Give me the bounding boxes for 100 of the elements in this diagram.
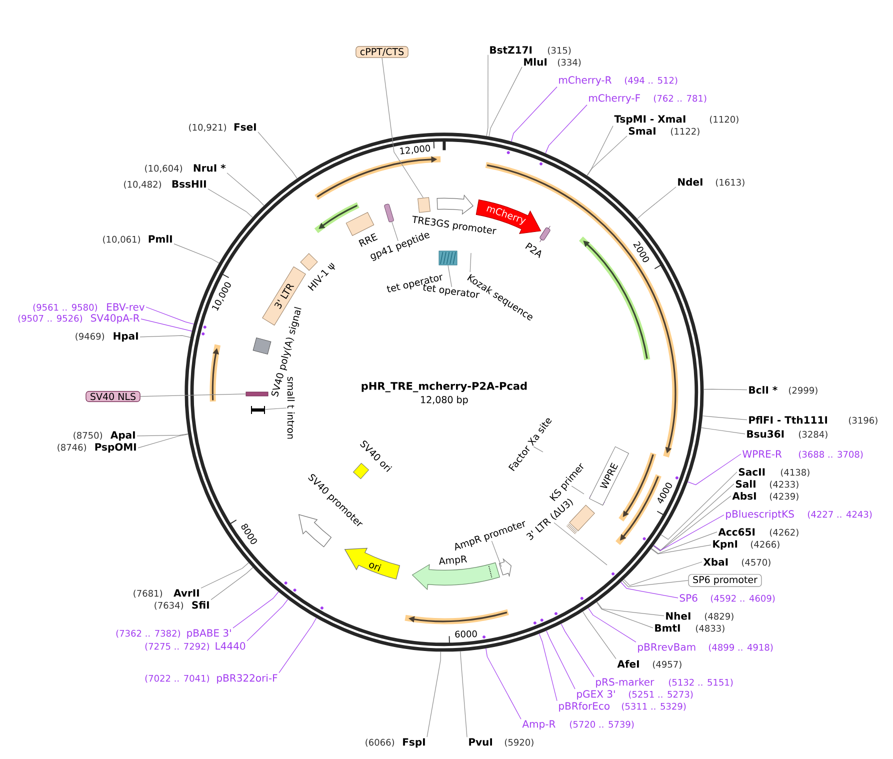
- leader-line: [448, 264, 452, 288]
- site-coordinate: (10,921): [189, 124, 226, 132]
- primer-name: mCherry-F: [589, 94, 640, 104]
- enzyme-name: FspI: [403, 738, 425, 748]
- leader-line: [545, 104, 588, 154]
- leader-line: [554, 522, 608, 566]
- leader-line: [226, 172, 264, 206]
- enzyme-name: AbsI: [732, 492, 756, 500]
- site-coordinate: (2999): [788, 386, 818, 395]
- primer-name: pBRrevBam: [638, 643, 696, 653]
- feature-bar: [246, 392, 268, 396]
- leader-line: [232, 592, 279, 628]
- site-coordinate: (4233): [770, 480, 798, 489]
- feature-tag: SP6 promoter: [688, 574, 762, 587]
- leader-line: [650, 544, 712, 554]
- site-coordinate: (10,061): [103, 236, 140, 244]
- leader-line: [491, 540, 502, 568]
- site-coordinate: (1122): [670, 128, 700, 136]
- enzyme-name: Acc65I: [718, 528, 755, 536]
- site-coordinate: (3284): [798, 430, 828, 439]
- leader-line: [653, 514, 724, 551]
- enzyme-name: BclI *: [749, 386, 778, 394]
- primer-name: EBV-rev: [107, 303, 145, 311]
- ruler-label: 12,000: [400, 144, 430, 154]
- primer-name: L4440: [216, 642, 246, 650]
- enzyme-name: BmtI: [655, 624, 680, 632]
- site-coordinate: (5920): [504, 738, 534, 747]
- primer-name: pBRforEco: [559, 702, 610, 712]
- leader-line: [560, 624, 594, 678]
- ruler-label: 4000: [658, 482, 672, 504]
- leader-line: [488, 66, 522, 137]
- site-coordinate: (4833): [696, 624, 724, 633]
- primer-name: SV40pA-R: [91, 314, 140, 324]
- leader-line: [136, 434, 188, 436]
- primer-coordinates: (5311 .. 5329): [622, 702, 686, 711]
- leader-line: [138, 434, 188, 448]
- leader-line: [546, 630, 576, 690]
- leader-line: [582, 611, 616, 660]
- site-coordinate: (4239): [770, 492, 798, 501]
- leader-line: [140, 394, 246, 397]
- leader-line: [702, 416, 748, 420]
- enzyme-name: KpnI: [713, 540, 738, 550]
- enzyme-name: SfiI: [192, 600, 209, 609]
- feature-label: P2A: [525, 242, 542, 258]
- enzyme-name: Bsu36I: [747, 430, 784, 438]
- enzyme-name: NdeI: [678, 178, 702, 186]
- enzyme-name: TspMI - XmaI: [614, 115, 686, 125]
- primer-coordinates: (3688 .. 3708): [798, 450, 863, 459]
- enzyme-name: ApaI: [110, 431, 135, 441]
- leader-line: [651, 532, 718, 554]
- leader-line: [624, 562, 702, 586]
- origin-feature: ori: [344, 548, 400, 580]
- primer-name: pBluescriptKS: [726, 510, 794, 520]
- leader-line: [620, 582, 678, 598]
- site-coordinate: (4829): [704, 612, 734, 621]
- enzyme-name: PmlI: [148, 234, 172, 243]
- feature-box: [418, 197, 430, 213]
- leader-line: [586, 136, 628, 176]
- primer-coordinates: (4592 .. 4609): [710, 594, 775, 603]
- feature-label: small t intron: [287, 377, 295, 439]
- promoter-feature: [498, 558, 512, 576]
- plasmid-name: pHR_TRE_mcherry-P2A-Pcad: [362, 382, 527, 392]
- site-coordinate: (334): [558, 58, 581, 67]
- leader-line: [653, 484, 734, 551]
- enzyme-name: SalI: [736, 480, 756, 488]
- primer-coordinates: (7275 .. 7292): [145, 642, 210, 651]
- feature-label: RRE: [358, 233, 378, 247]
- site-coordinate: (8746): [58, 444, 86, 452]
- enzyme-name: MluI: [524, 58, 547, 66]
- site-coordinate: (4138): [780, 468, 810, 477]
- primer-coordinates: (5720 .. 5739): [570, 720, 634, 729]
- leader-line: [700, 427, 746, 434]
- leader-line: [687, 454, 742, 486]
- leader-line: [622, 580, 689, 588]
- site-coordinate: (4957): [652, 660, 682, 669]
- leader-line: [596, 602, 654, 628]
- primer-coordinates: (762 .. 781): [654, 94, 706, 103]
- primer-coordinates: (9561 .. 9580): [33, 304, 98, 312]
- primer-coordinates: (9507 .. 9526): [18, 314, 82, 323]
- enzyme-name: HpaI: [114, 332, 138, 342]
- leader-line: [533, 446, 544, 452]
- site-coordinate: (7681): [134, 590, 162, 598]
- leader-line: [652, 496, 732, 552]
- leader-line: [588, 608, 636, 642]
- leader-line: [538, 633, 558, 702]
- enzyme-name: PspOMI: [95, 443, 136, 453]
- primer-coordinates: (7362 .. 7382): [116, 630, 180, 638]
- leader-line: [511, 86, 558, 142]
- site-coordinate: (4570): [742, 558, 770, 567]
- leader-line: [486, 648, 522, 720]
- feature-bar: [384, 204, 394, 222]
- leader-line: [392, 221, 398, 242]
- leader-line: [460, 650, 468, 738]
- primer-coordinates: (4899 .. 4918): [708, 644, 773, 652]
- enzyme-name: XbaI: [703, 558, 728, 566]
- leader-line: [264, 408, 287, 410]
- leader-line: [146, 306, 194, 324]
- leader-line: [140, 335, 191, 338]
- site-coordinate: (6066): [366, 738, 394, 747]
- primer-coordinates: (7022 .. 7041): [145, 674, 210, 683]
